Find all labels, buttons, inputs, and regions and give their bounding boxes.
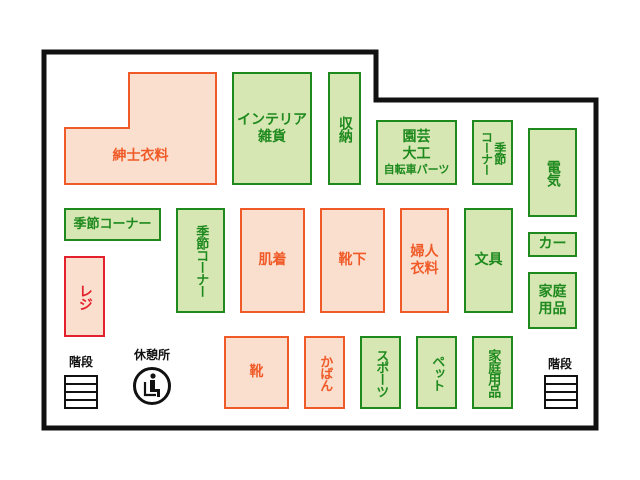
section-label: 季節 コーナー: [479, 130, 507, 175]
section-electronics[interactable]: 電気: [528, 128, 577, 217]
section-household-bottom[interactable]: 家庭用品: [472, 336, 513, 409]
section-storage[interactable]: 収納: [328, 72, 361, 185]
section-label: かばん: [317, 354, 333, 391]
section-pet[interactable]: ペット: [416, 336, 457, 409]
section-label: 紳士衣料: [112, 148, 169, 165]
section-interior-goods[interactable]: インテリア 雑貨: [232, 72, 312, 185]
section-underwear[interactable]: 肌着: [240, 208, 305, 313]
stairs-right-label: 階段: [547, 357, 572, 371]
section-label: カー: [538, 236, 567, 253]
section-label: 電気: [544, 159, 561, 186]
section-register[interactable]: レジ: [64, 256, 105, 337]
section-sports[interactable]: スポーツ: [360, 336, 401, 409]
stairs-left-icon[interactable]: [64, 375, 98, 409]
section-label: 収納: [336, 115, 353, 142]
section-label: 婦人 衣料: [410, 243, 439, 277]
section-garden-diy-bike[interactable]: 園芸 大工 自転車パーツ: [376, 120, 457, 185]
section-label: 文具: [474, 252, 503, 269]
section-label: 肌着: [258, 252, 287, 269]
section-seasonal-vertical[interactable]: 季節コーナー: [176, 208, 225, 313]
section-household-right[interactable]: 家庭 用品: [528, 272, 577, 329]
section-label: 季節コーナー: [193, 224, 209, 297]
stairs-left-label: 階段: [68, 355, 93, 369]
section-label: 家庭 用品: [538, 283, 567, 317]
section-bags[interactable]: かばん: [304, 336, 345, 409]
section-label: 園芸 大工: [402, 129, 431, 162]
section-label: スポーツ: [373, 348, 389, 397]
stairs-right-icon[interactable]: [544, 375, 578, 409]
rest-area-label: 休憩所: [133, 348, 170, 362]
mens-clothing-shape: [64, 72, 217, 185]
section-seasonal-small[interactable]: 季節 コーナー: [472, 120, 513, 185]
section-label: 自転車パーツ: [383, 162, 450, 176]
section-label: ペット: [429, 354, 445, 391]
section-label: 靴下: [338, 252, 367, 269]
section-car[interactable]: カー: [528, 232, 577, 257]
section-label: 靴: [249, 364, 264, 381]
section-label: インテリア 雑貨: [237, 111, 307, 145]
section-womens-clothing[interactable]: 婦人 衣料: [400, 208, 449, 313]
section-seasonal-horizontal[interactable]: 季節コーナー: [64, 208, 161, 241]
section-socks[interactable]: 靴下: [320, 208, 385, 313]
section-stationery[interactable]: 文具: [464, 208, 513, 313]
section-shoes[interactable]: 靴: [224, 336, 289, 409]
section-label: レジ: [76, 283, 93, 310]
section-label: 家庭用品: [485, 348, 501, 397]
section-label: 季節コーナー: [73, 216, 152, 232]
rest-area-icon[interactable]: [132, 366, 172, 406]
section-mens-clothing[interactable]: 紳士衣料: [64, 128, 217, 185]
